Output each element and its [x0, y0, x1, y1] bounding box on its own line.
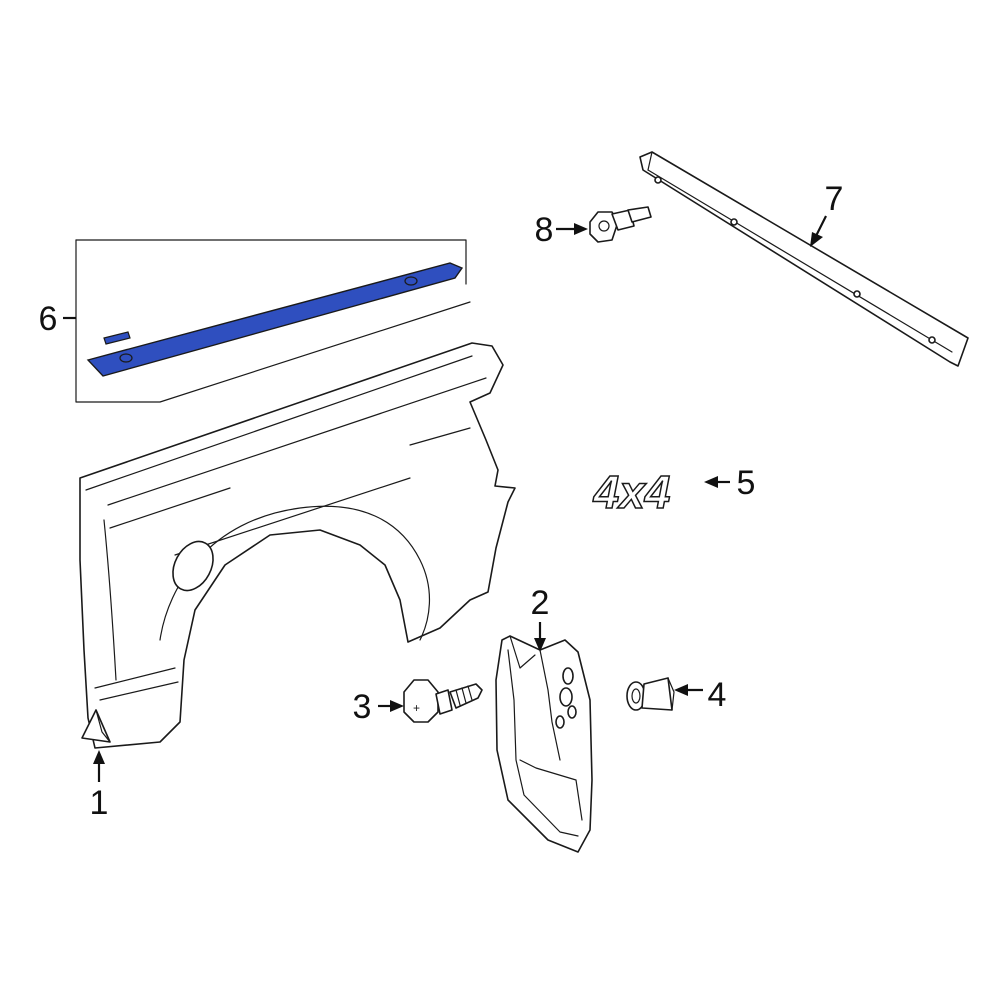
emblem-part-5[interactable]: 4x4: [592, 465, 671, 519]
callout-5[interactable]: 5: [737, 464, 756, 502]
svg-text:+: +: [413, 701, 420, 715]
emblem-text: 4x4: [593, 466, 671, 518]
callout-labels: 1 2 3 4 5 6 7 8: [39, 180, 844, 822]
callout-leaders: [63, 215, 827, 782]
callout-2[interactable]: 2: [531, 584, 550, 622]
quarter-panel: [79, 342, 516, 749]
molding-part-6-highlighted[interactable]: [86, 262, 464, 377]
clip-part-1[interactable]: [81, 709, 111, 743]
callout-1[interactable]: 1: [90, 784, 109, 822]
callout-8[interactable]: 8: [535, 211, 554, 249]
screw-part-3[interactable]: +: [403, 679, 483, 723]
callout-6[interactable]: 6: [39, 300, 58, 338]
bolt-part-8[interactable]: [589, 206, 652, 243]
retainer-part-4[interactable]: [626, 677, 675, 711]
callout-7[interactable]: 7: [825, 180, 844, 218]
callout-4[interactable]: 4: [708, 676, 727, 714]
inset-box-part-6: [75, 239, 471, 403]
bed-rail-part-7[interactable]: [639, 151, 969, 367]
mud-flap-part-2[interactable]: [495, 635, 593, 853]
callout-3[interactable]: 3: [353, 688, 372, 726]
